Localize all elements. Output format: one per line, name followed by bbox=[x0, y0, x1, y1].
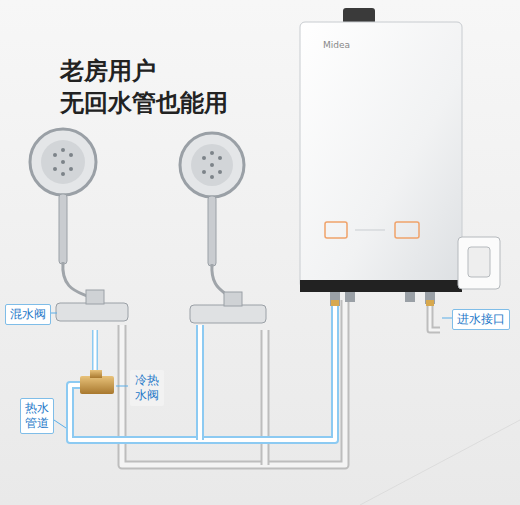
callout-box: 冷热水阀 bbox=[130, 370, 164, 406]
callout-box: 热水管道 bbox=[20, 398, 54, 434]
brand-logo: Midea bbox=[323, 40, 350, 50]
callout-box: 进水接口 bbox=[452, 309, 510, 330]
callout-text: 混水阀 bbox=[10, 307, 46, 322]
callout-box: 混水阀 bbox=[5, 304, 51, 325]
callout-text: 进水接口 bbox=[457, 312, 505, 327]
callout-text: 热水管道 bbox=[25, 401, 49, 431]
callout-text: 冷热水阀 bbox=[135, 373, 159, 403]
page-title: 老房用户 无回水管也能用 bbox=[60, 55, 240, 120]
